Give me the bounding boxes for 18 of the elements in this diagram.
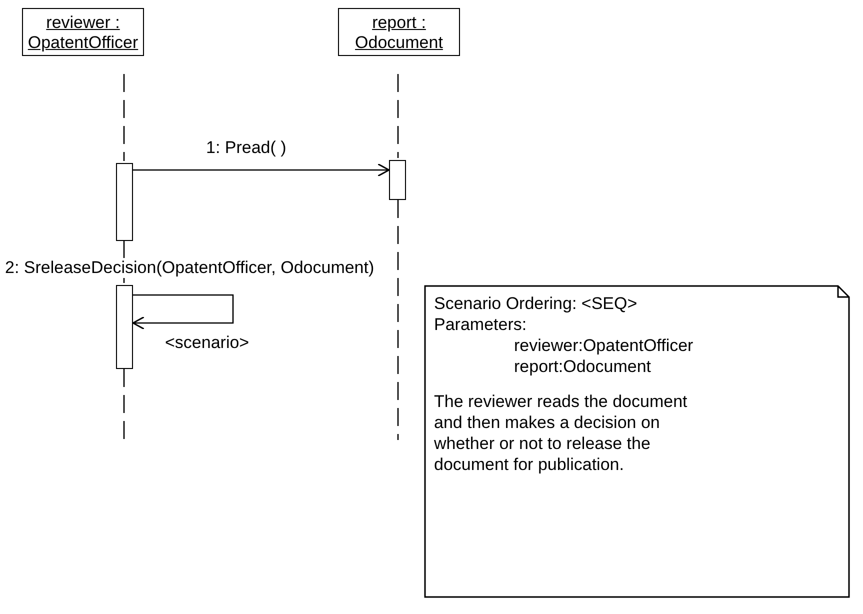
self-message-arrow bbox=[132, 294, 234, 330]
lifeline bbox=[123, 74, 125, 161]
message-arrow bbox=[133, 163, 390, 177]
note-text: reviewer:OpatentOfficer bbox=[514, 335, 694, 356]
lifeline-header: reviewer : OpatentOfficer bbox=[22, 8, 144, 56]
activation-bar bbox=[389, 160, 406, 200]
note-text: Parameters: bbox=[434, 314, 528, 335]
note-text: report:Odocument bbox=[514, 356, 652, 377]
lifeline bbox=[397, 200, 399, 440]
message-label: 1: Pread( ) bbox=[206, 138, 286, 158]
message-label: 2: SreleaseDecision(OpatentOfficer, Odocument) bbox=[5, 258, 374, 278]
activation-bar bbox=[116, 163, 133, 241]
note-text: Scenario Ordering: <SEQ> bbox=[434, 293, 638, 314]
lifeline bbox=[397, 74, 399, 158]
lifeline bbox=[123, 369, 125, 440]
note-text: The reviewer reads the document and then makes a decision on whether or not to release the document for publication. bbox=[434, 391, 688, 475]
lifeline-header: report : Odocument bbox=[338, 8, 460, 56]
activation-bar bbox=[116, 285, 133, 369]
